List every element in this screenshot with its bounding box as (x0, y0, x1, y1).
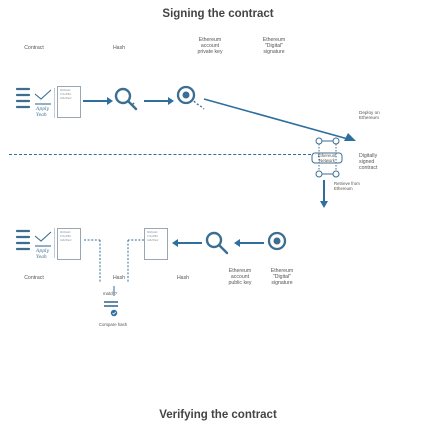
signing-arrow-1 (83, 97, 113, 105)
deploy-label: Deploy on Ethereum (359, 110, 380, 121)
signing-divider (54, 88, 55, 118)
svg-text:Apply: Apply (35, 106, 49, 112)
public-key-label: Ethereum account public key (228, 268, 252, 286)
signing-arrow-2 (144, 97, 174, 105)
compare-icon (104, 301, 118, 317)
match-question: match? (102, 291, 118, 296)
verify-hash-document-icon-2: 9f2d4a3c b71e0f8d 3a6c59e2 (144, 228, 168, 260)
retrieve-arrow (320, 180, 328, 208)
signing-signature-label: Ethereum "Digital" signature (262, 37, 286, 55)
retrieve-label: Retrieve from Ethereum (334, 181, 360, 191)
deploy-arrow (203, 98, 356, 141)
verify-divider (54, 228, 55, 258)
private-key-icon (114, 87, 138, 111)
signing-signature-icon (176, 85, 205, 110)
network-label: Ethereum Network (317, 153, 337, 163)
verify-hash-document-icon-1: 9f2d4a3c b71e0f8d 3a6c59e2 (57, 228, 81, 260)
public-key-icon (205, 231, 229, 255)
verify-arrow-2 (234, 239, 264, 247)
network-node-icon (311, 137, 343, 178)
svg-text:Yeah: Yeah (36, 254, 47, 260)
verify-arrow-1 (172, 239, 202, 247)
digitally-signed-label: Digitally signed contract (359, 153, 378, 171)
signing-contract-stack-icon: Apply Yeah (15, 87, 52, 118)
signing-contract-label: Contract (24, 45, 44, 51)
verify-contract-stack-icon: Apply Yeah (15, 229, 52, 260)
private-key-label: Ethereum account private key (197, 37, 223, 55)
verifying-title: Verifying the contract (159, 409, 277, 421)
svg-text:Yeah: Yeah (36, 112, 47, 118)
verify-signature-icon (267, 231, 287, 251)
svg-text:Apply: Apply (35, 248, 49, 254)
verify-hash-label-2: Hash (176, 275, 190, 281)
signing-hash-label: Hash (112, 45, 126, 51)
signing-title: Signing the contract (162, 8, 274, 20)
signing-hash-document-icon: 9f2d4a3c b71e0f8d 3a6c59e2 (57, 86, 81, 118)
verify-signature-label: Ethereum "Digital" signature (270, 268, 294, 286)
verify-hash-label-1: Hash (112, 275, 126, 281)
verify-contract-label: Contract (24, 275, 44, 281)
compare-hash-label: Compare hash (98, 322, 128, 327)
section-divider (9, 154, 311, 155)
compare-bracket (84, 239, 144, 296)
